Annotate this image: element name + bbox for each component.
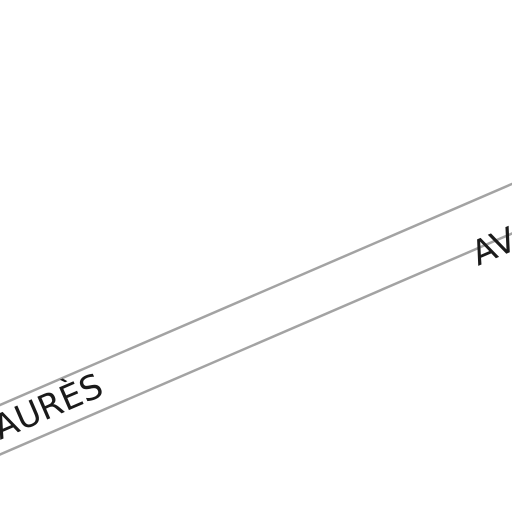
road-fill [0, 185, 512, 454]
